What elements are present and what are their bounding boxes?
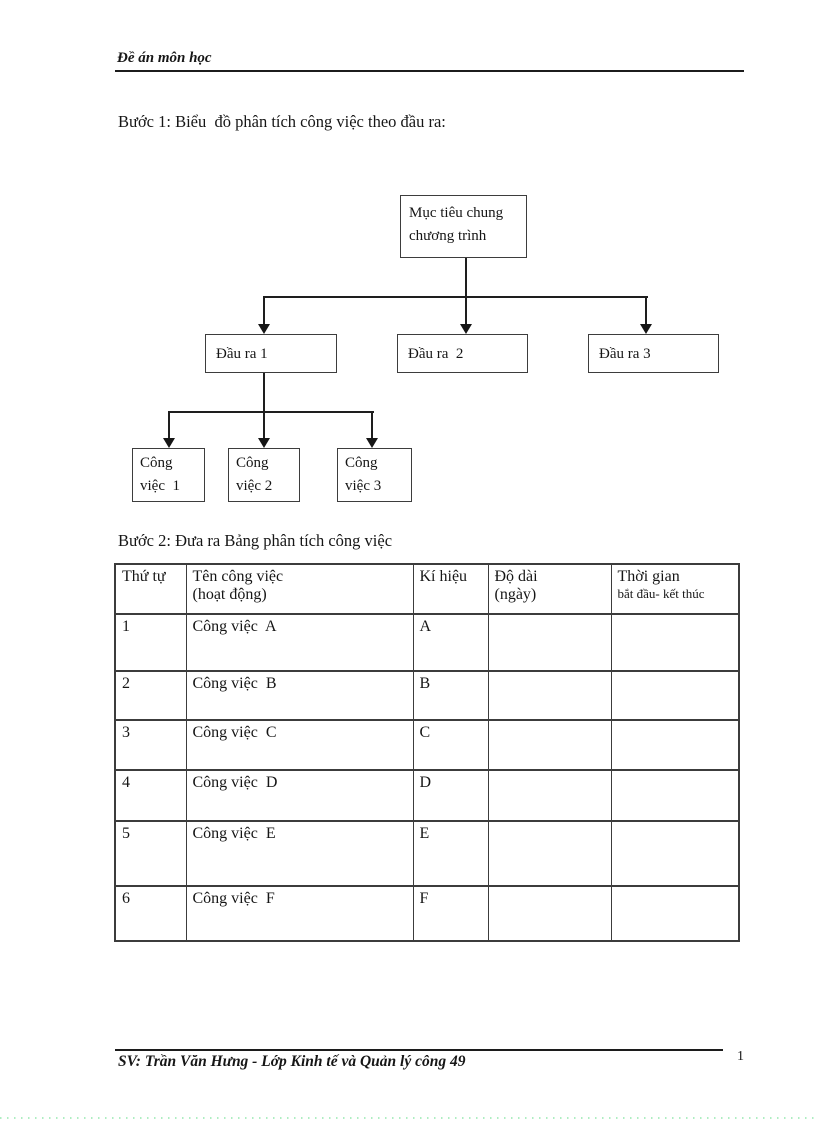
arrow-down-icon — [258, 438, 270, 448]
footer-text: SV: Trần Văn Hưng - Lớp Kinh tế và Quản … — [118, 1053, 466, 1070]
connector-task1-stem — [168, 412, 170, 439]
task-box-3: Công việc 3 — [337, 448, 412, 502]
duration-cell — [487, 613, 612, 672]
time-cell — [610, 769, 740, 822]
time-cell — [610, 885, 740, 942]
symbol-cell: A — [412, 613, 489, 672]
symbol-cell: B — [412, 670, 489, 721]
table-header-row: Thứ tự Tên công việc (hoạt động) Kí hiệu… — [114, 563, 740, 615]
step1-heading: Bước 1: Biểu đồ phân tích công việc theo… — [118, 112, 446, 131]
time-cell — [610, 719, 740, 771]
output-box-3: Đầu ra 3 — [588, 334, 719, 373]
time-cell — [610, 670, 740, 721]
column-header-time: Thời gian bắt đầu- kết thúc — [610, 563, 740, 615]
task-box-1: Công việc 1 — [132, 448, 205, 502]
footer-rule — [115, 1049, 723, 1051]
task-name-cell: Công việc A — [185, 613, 414, 672]
connector-output1-down — [263, 373, 265, 413]
duration-cell — [487, 719, 612, 771]
work-analysis-table: Thứ tự Tên công việc (hoạt động) Kí hiệu… — [114, 563, 740, 942]
task-name-cell: Công việc E — [185, 820, 414, 887]
duration-cell — [487, 769, 612, 822]
table-row: 4 Công việc D D — [114, 769, 740, 822]
table-row: 6 Công việc F F — [114, 885, 740, 942]
column-header-duration: Độ dài (ngày) — [487, 563, 612, 615]
step2-heading: Bước 2: Đưa ra Bảng phân tích công việc — [118, 531, 393, 550]
table-row: 2 Công việc B B — [114, 670, 740, 721]
row-number-cell: 4 — [114, 769, 187, 822]
arrow-down-icon — [460, 324, 472, 334]
row-number-cell: 2 — [114, 670, 187, 721]
row-number-cell: 6 — [114, 885, 187, 942]
column-header-order: Thứ tự — [114, 563, 187, 615]
output-box-1: Đầu ra 1 — [205, 334, 337, 373]
connector-output2-stem — [465, 297, 467, 325]
column-header-time-title: Thời gian — [617, 568, 680, 585]
column-header-time-subtitle: bắt đầu- kết thúc — [617, 586, 705, 601]
task-name-cell: Công việc B — [185, 670, 414, 721]
symbol-cell: F — [412, 885, 489, 942]
arrow-down-icon — [258, 324, 270, 334]
table-row: 1 Công việc A A — [114, 613, 740, 672]
column-header-symbol: Kí hiệu — [412, 563, 489, 615]
connector-task2-stem — [263, 412, 265, 439]
arrow-down-icon — [640, 324, 652, 334]
task-name-cell: Công việc F — [185, 885, 414, 942]
connector-output1-stem — [263, 297, 265, 325]
task-name-cell: Công việc C — [185, 719, 414, 771]
row-number-cell: 1 — [114, 613, 187, 672]
time-cell — [610, 820, 740, 887]
header-rule — [115, 70, 744, 72]
duration-cell — [487, 670, 612, 721]
time-cell — [610, 613, 740, 672]
row-number-cell: 5 — [114, 820, 187, 887]
task-name-cell: Công việc D — [185, 769, 414, 822]
header-title: Đề án môn học — [117, 50, 212, 66]
arrow-down-icon — [163, 438, 175, 448]
root-box: Mục tiêu chung chương trình — [400, 195, 527, 258]
duration-cell — [487, 820, 612, 887]
duration-cell — [487, 885, 612, 942]
connector-task3-stem — [371, 412, 373, 439]
symbol-cell: D — [412, 769, 489, 822]
page-boundary-dotted-line — [0, 1117, 816, 1119]
symbol-cell: C — [412, 719, 489, 771]
connector-root-down — [465, 258, 467, 297]
connector-level2-horizontal — [168, 411, 374, 413]
task-box-2: Công việc 2 — [228, 448, 300, 502]
table-row: 3 Công việc C C — [114, 719, 740, 771]
table-row: 5 Công việc E E — [114, 820, 740, 887]
output-box-2: Đầu ra 2 — [397, 334, 528, 373]
arrow-down-icon — [366, 438, 378, 448]
symbol-cell: E — [412, 820, 489, 887]
connector-level1-horizontal — [263, 296, 648, 298]
row-number-cell: 3 — [114, 719, 187, 771]
column-header-name: Tên công việc (hoạt động) — [185, 563, 414, 615]
connector-output3-stem — [645, 297, 647, 325]
page-number: 1 — [737, 1049, 744, 1064]
